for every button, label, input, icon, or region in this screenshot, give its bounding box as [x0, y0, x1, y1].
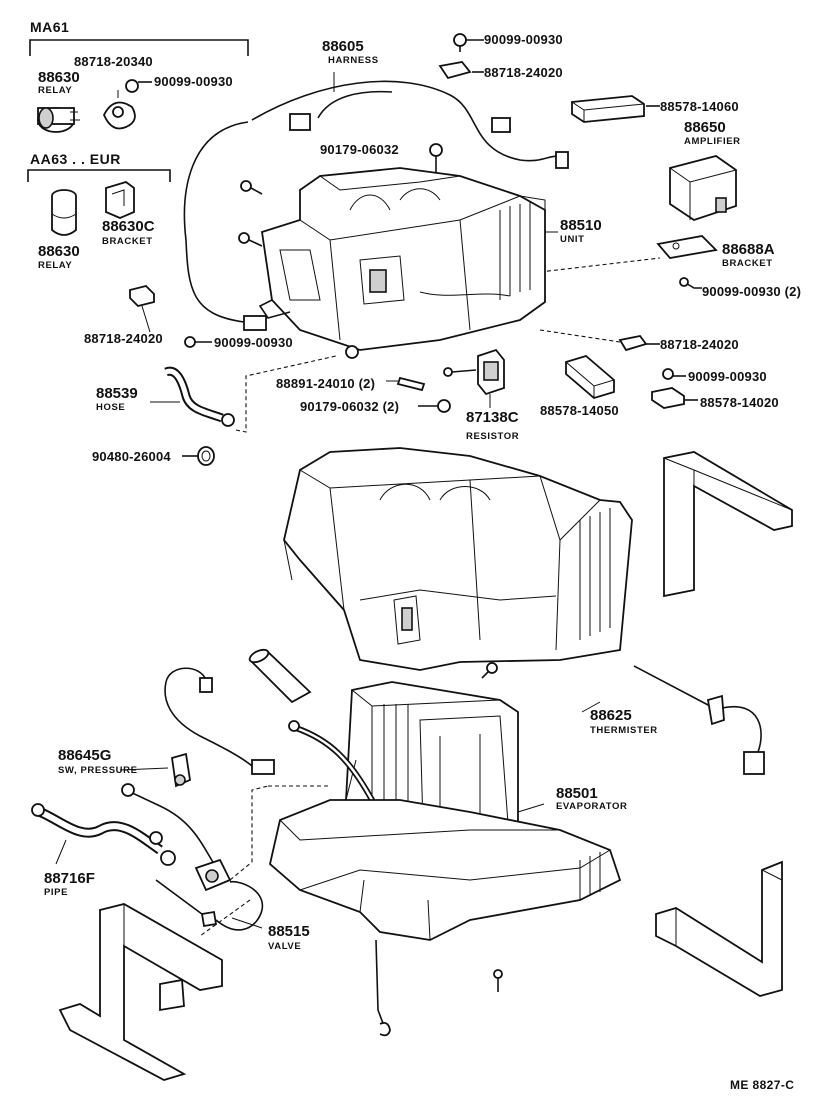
bracket-88630c-icon	[105, 181, 135, 219]
part-number-90480-26004: 90480-26004	[92, 449, 171, 464]
part-name-thermister: THERMISTER	[590, 725, 658, 736]
part-number-88630-a: 88630	[38, 69, 80, 86]
bracket-88688a-icon	[656, 235, 718, 259]
part-number-90099-00930-2: 90099-00930 (2)	[702, 284, 802, 299]
relay-ma61-icon	[37, 107, 80, 133]
unit-pipe-fitting-icon	[345, 345, 359, 359]
pipe-88716f-icon	[31, 783, 215, 866]
harness-connector-2-icon	[491, 117, 511, 133]
part-number-88891-24010: 88891-24010 (2)	[276, 376, 376, 391]
harness-connector-3-icon	[555, 151, 569, 169]
group-aa63-label: AA63 . . EUR	[30, 151, 121, 167]
part-name-hose: HOSE	[96, 402, 126, 413]
part-number-88630c: 88630C	[102, 218, 155, 235]
expansion-valve-icon	[155, 858, 263, 931]
foam-block-14050-icon	[565, 354, 615, 400]
group-ma61-label: MA61	[30, 19, 70, 35]
part-name-harness: HARNESS	[328, 55, 379, 66]
harness-connector-1-icon	[289, 113, 311, 131]
part-number-88718-24020-left: 88718-24020	[84, 331, 163, 346]
part-name-pipe: PIPE	[44, 887, 69, 898]
case-screw-icon	[481, 662, 498, 679]
part-number-88539: 88539	[96, 385, 138, 402]
screw-90099-00930-top-icon	[453, 33, 484, 52]
clip-88718-24020-top-icon	[438, 61, 484, 80]
part-name-resistor: RESISTOR	[466, 431, 520, 442]
part-name-relay-a: RELAY	[38, 85, 73, 96]
bolt-small-icon	[125, 79, 152, 93]
clip-88718-24020-left-icon	[129, 285, 155, 307]
lower-case-icon	[283, 447, 633, 671]
unit-screw-2-icon	[238, 232, 263, 247]
part-number-88716f: 88716F	[44, 870, 95, 887]
part-number-90099-00930-top: 90099-00930	[484, 32, 563, 47]
screw-90099-00930-2-icon	[679, 277, 702, 289]
screw-90099-00930-mid-icon	[184, 336, 212, 348]
amplifier-icon	[669, 155, 737, 221]
aa63-group-bracket	[27, 169, 171, 182]
clip-88718-24020-right-icon	[618, 335, 648, 352]
drain-clip-icon	[379, 1021, 391, 1037]
part-number-88630-b: 88630	[38, 243, 80, 260]
resistor-87138c-icon	[443, 348, 505, 408]
lower-tray-icon	[269, 799, 622, 941]
harness-wire	[183, 121, 249, 323]
part-number-88650: 88650	[684, 119, 726, 136]
part-number-88501: 88501	[556, 785, 598, 802]
nut-90179-06032-2-icon	[418, 399, 451, 413]
seal-upper-right-icon	[663, 451, 793, 598]
part-name-amplifier: AMPLIFIER	[684, 136, 741, 147]
diagram-reference-code: ME 8827-C	[730, 1078, 795, 1092]
foam-block-14060-icon	[571, 95, 645, 123]
part-number-90179-06032-2: 90179-06032 (2)	[300, 399, 400, 414]
part-number-88578-14060: 88578-14060	[660, 99, 739, 114]
part-name-evaporator: EVAPORATOR	[556, 801, 628, 812]
seal-lower-left-icon	[58, 903, 223, 1081]
part-number-88510: 88510	[560, 217, 602, 234]
part-number-88605: 88605	[322, 38, 364, 55]
part-number-90099-00930-r: 90099-00930	[688, 369, 767, 384]
part-number-88578-14020: 88578-14020	[700, 395, 779, 410]
part-number-88688a: 88688A	[722, 241, 775, 258]
part-name-bracket-88630c: BRACKET	[102, 236, 153, 247]
ma61-group-bracket	[29, 39, 249, 56]
part-number-88718-20340: 88718-20340	[74, 54, 153, 69]
part-number-88718-24020-top: 88718-24020	[484, 65, 563, 80]
part-number-90179-06032: 90179-06032	[320, 142, 399, 157]
part-number-87138c: 87138C	[466, 409, 519, 426]
part-name-bracket-88688a: BRACKET	[722, 258, 773, 269]
part-number-90099-00930-mid: 90099-00930	[214, 335, 293, 350]
relay-aa63-icon	[51, 189, 77, 236]
part-number-88625: 88625	[590, 707, 632, 724]
screw-88891-24010-icon	[386, 376, 426, 392]
grommet-90480-26004-icon	[182, 446, 215, 466]
screw-90099-00930-r-icon	[662, 368, 686, 380]
part-number-88515: 88515	[268, 923, 310, 940]
harness-connector-4-icon	[243, 315, 267, 331]
clamp-88718-20340-icon	[103, 90, 136, 130]
bolt-90179-06032-icon	[429, 143, 443, 180]
unit-88510-icon	[258, 167, 546, 351]
foam-block-14020-icon	[651, 387, 685, 409]
unit-screw-1-icon	[240, 180, 263, 195]
part-name-unit: UNIT	[560, 234, 585, 245]
pressure-switch-icon	[164, 667, 275, 788]
seal-lower-right-icon	[655, 860, 783, 997]
part-name-relay-b: RELAY	[38, 260, 73, 271]
part-number-90099-00930-a: 90099-00930	[154, 74, 233, 89]
part-number-88645g: 88645G	[58, 747, 112, 764]
part-number-88578-14050: 88578-14050	[540, 403, 619, 418]
part-name-valve: VALVE	[268, 941, 302, 952]
tray-screw-icon	[493, 969, 503, 992]
thermister-icon	[633, 665, 765, 775]
part-name-sw-pressure: SW, PRESSURE	[58, 765, 138, 776]
part-number-88718-24020-right: 88718-24020	[660, 337, 739, 352]
hose-88539-icon	[164, 366, 224, 423]
